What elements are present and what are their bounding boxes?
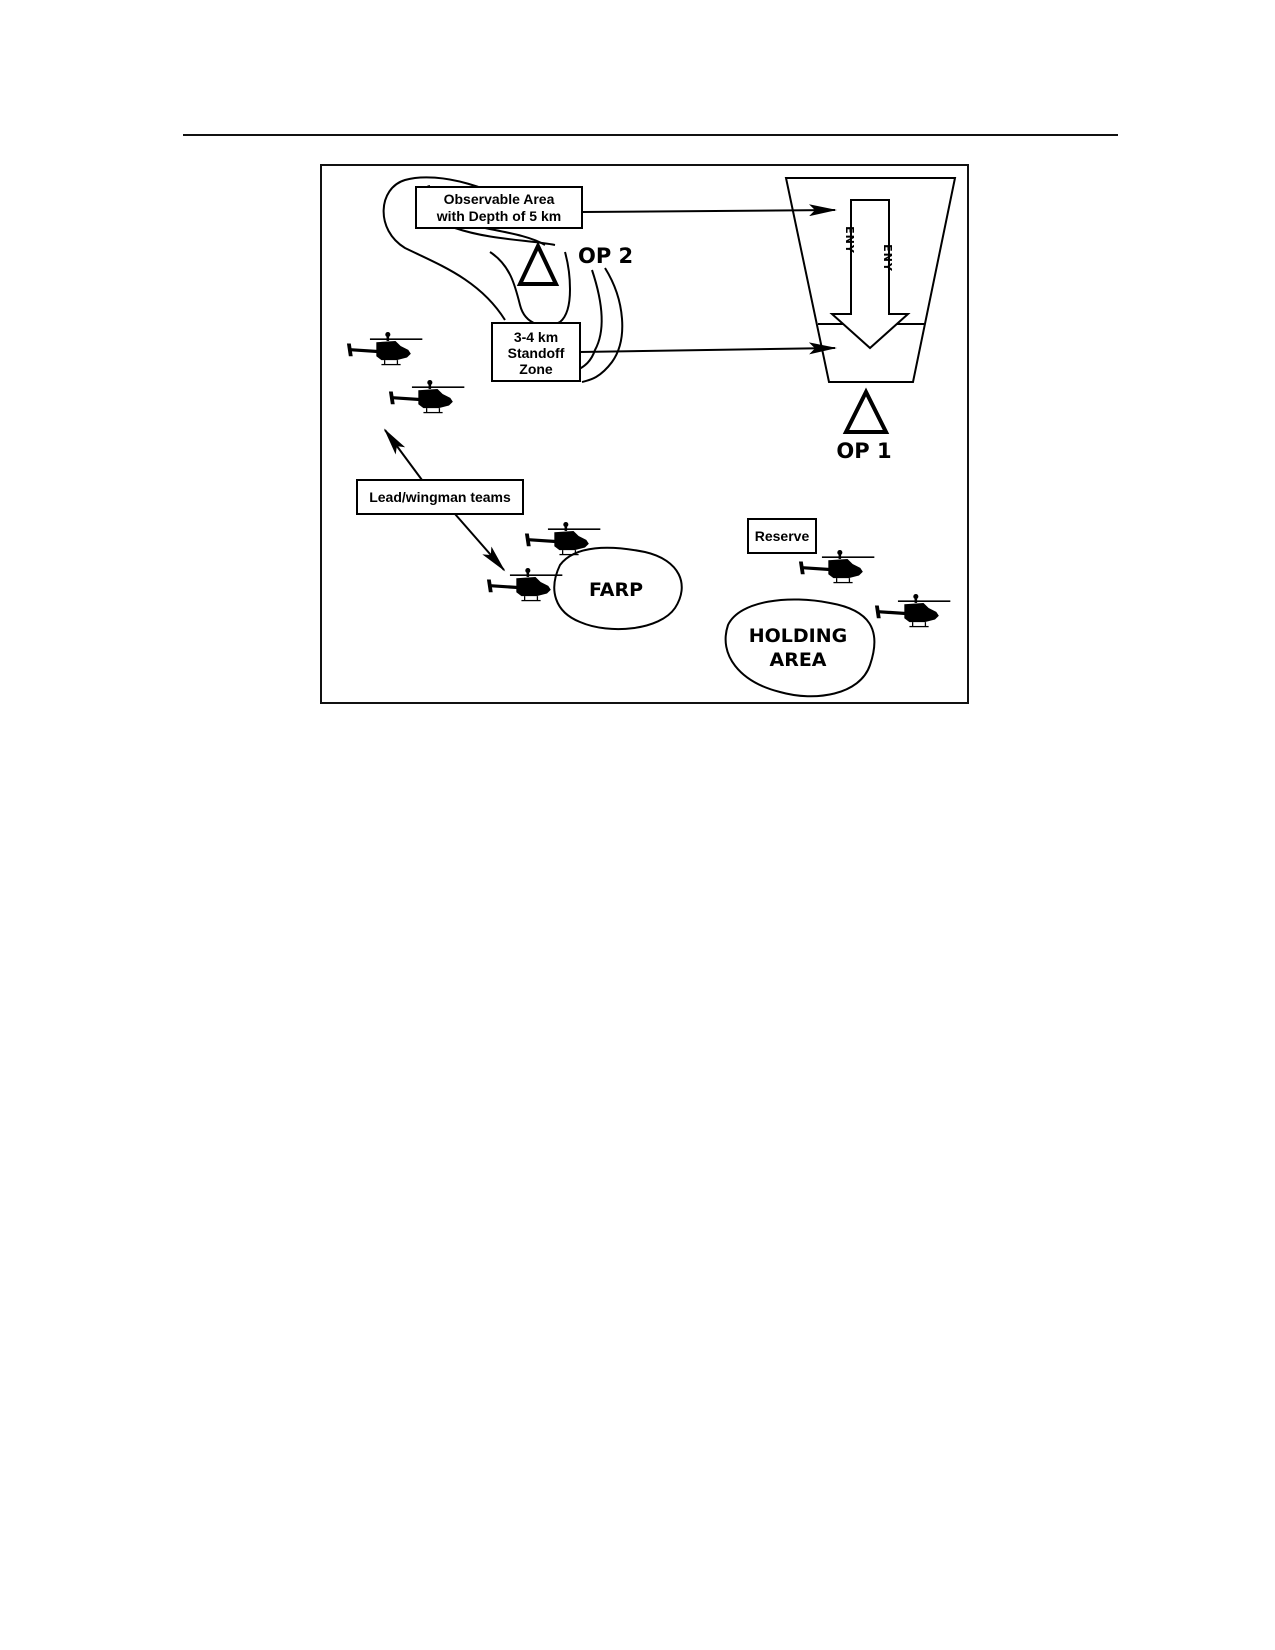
standoff-label-3: Zone <box>519 361 553 377</box>
page-header-rule <box>183 134 1118 136</box>
eny-right-label: ENY <box>881 244 894 272</box>
eny-left-label: ENY <box>843 226 856 254</box>
down-arrow-icon <box>829 199 911 350</box>
lead-wingman-arrow-down <box>454 513 506 572</box>
holding-label-2: AREA <box>769 649 826 671</box>
helicopter-icon <box>346 332 423 366</box>
op2-triangle-icon <box>516 241 560 286</box>
reserve-box: Reserve <box>747 518 817 554</box>
helicopter-icon <box>388 380 465 414</box>
lead-wingman-label: Lead/wingman teams <box>369 489 511 505</box>
observable-area-box: Observable Area with Depth of 5 km <box>415 186 583 229</box>
observable-arrow <box>581 204 837 217</box>
op1-label: OP 1 <box>836 439 891 463</box>
op2-label: OP 2 <box>578 244 633 268</box>
helicopter-icon <box>874 594 951 628</box>
holding-area <box>724 598 876 698</box>
reserve-label: Reserve <box>755 528 810 544</box>
observable-area-label-2: with Depth of 5 km <box>436 208 561 224</box>
helicopter-icon <box>798 550 875 584</box>
figure-frame <box>320 164 969 704</box>
standoff-label-1: 3-4 km <box>514 329 558 345</box>
enemy-zone <box>784 177 957 383</box>
observable-area-label-1: Observable Area <box>444 191 555 207</box>
lead-wingman-arrow-up <box>383 428 423 481</box>
holding-label-1: HOLDING <box>749 625 848 647</box>
standoff-arrow <box>579 342 837 355</box>
lead-wingman-box: Lead/wingman teams <box>356 479 524 515</box>
helicopter-icon <box>486 568 563 602</box>
farp-label: FARP <box>589 579 643 601</box>
standoff-label-2: Standoff <box>508 345 565 361</box>
farp-area <box>553 546 683 631</box>
standoff-zone-box: 3-4 km Standoff Zone <box>491 322 581 382</box>
op1-triangle-icon <box>842 387 890 434</box>
